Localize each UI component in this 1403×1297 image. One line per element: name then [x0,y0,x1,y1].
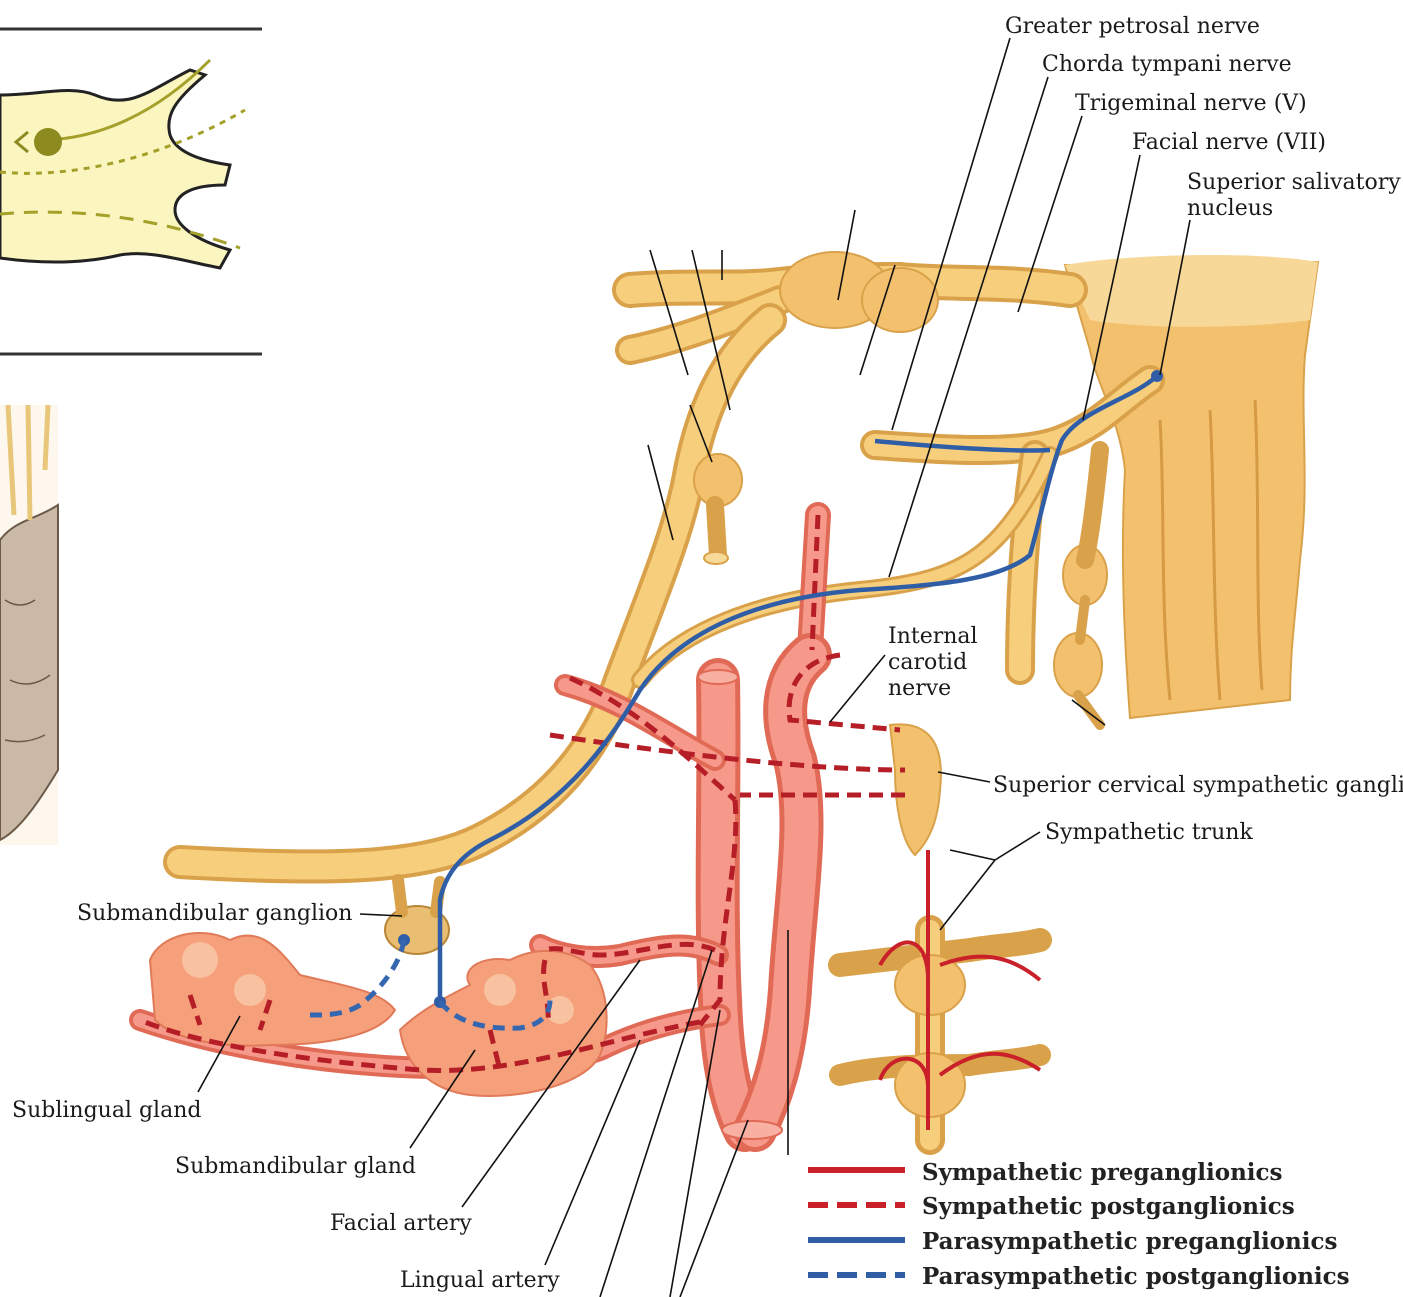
label-superior-cervical-ganglion: Superior cervical sympathetic ganglic [993,773,1403,798]
label-internal-carotid-line3: nerve [888,676,951,701]
glossopharyngeal-ganglia [1054,450,1107,725]
label-superior-salivatory-nucleus-line2: nucleus [1187,196,1273,221]
label-submandibular-ganglion: Submandibular ganglion [77,901,352,926]
label-internal-carotid-line1: Internal [888,624,978,649]
legend-label-parasympathetic-preganglionics: Parasympathetic preganglionics [922,1228,1337,1255]
label-sympathetic-trunk: Sympathetic trunk [1045,820,1253,845]
label-facial-artery: Facial artery [330,1211,472,1236]
label-submandibular-gland: Submandibular gland [175,1154,416,1179]
cropped-gland-image [0,405,58,845]
label-lingual-artery: Lingual artery [400,1268,560,1293]
label-chorda-tympani-nerve: Chorda tympani nerve [1042,52,1292,77]
legend: Sympathetic preganglionics Sympathetic p… [808,1159,1350,1290]
legend-label-sympathetic-preganglionics: Sympathetic preganglionics [922,1159,1283,1186]
leader-lines [198,38,1190,1297]
label-trigeminal-nerve: Trigeminal nerve (V) [1075,91,1307,116]
legend-label-sympathetic-postganglionics: Sympathetic postganglionics [922,1193,1295,1220]
inset-ganglion-schematic [0,29,262,354]
legend-label-parasympathetic-postganglionics: Parasympathetic postganglionics [922,1263,1350,1290]
label-superior-salivatory-nucleus-line1: Superior salivatory [1187,170,1401,195]
label-sublingual-gland: Sublingual gland [12,1098,201,1123]
label-internal-carotid-line2: carotid [888,650,967,675]
label-facial-nerve: Facial nerve (VII) [1132,130,1326,155]
label-greater-petrosal-nerve: Greater petrosal nerve [1005,14,1260,39]
